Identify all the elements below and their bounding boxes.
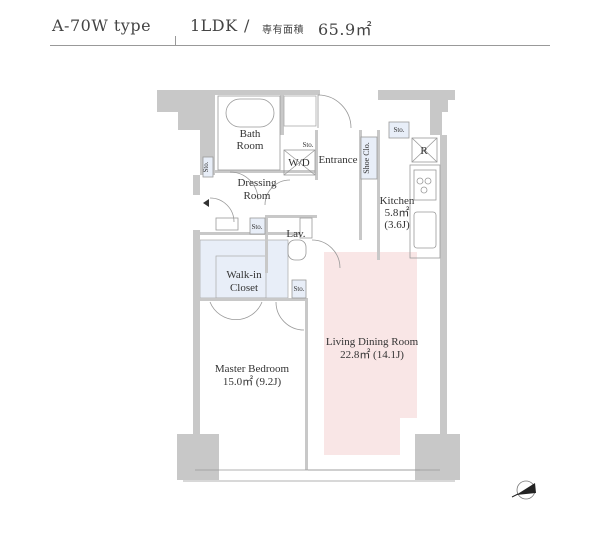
walk-in-label-1: Walk-in bbox=[226, 269, 262, 281]
dressing-label-2: Room bbox=[244, 190, 271, 202]
storage-label: Sto. bbox=[202, 161, 210, 172]
ldr-fill bbox=[324, 252, 417, 455]
header-slash: / bbox=[244, 16, 250, 35]
wd-label: W/D bbox=[288, 157, 309, 169]
ldr-label: Living Dining Room bbox=[326, 336, 419, 348]
storage-label: Sto. bbox=[393, 126, 404, 134]
lav-label: Lav. bbox=[286, 228, 305, 240]
kitchen-area: 5.8㎡ bbox=[385, 206, 410, 219]
fixtures bbox=[183, 94, 455, 482]
bathtub-icon bbox=[225, 98, 275, 128]
storage-label: Sto. bbox=[302, 141, 313, 149]
storage-label: Sto. bbox=[293, 285, 304, 293]
toilet-icon bbox=[287, 239, 307, 261]
entrance-label: Entrance bbox=[318, 154, 357, 166]
refrigerator-space bbox=[411, 137, 438, 163]
storage-label: Sto. bbox=[251, 223, 262, 231]
header-divider bbox=[175, 36, 176, 46]
header-rule bbox=[50, 45, 550, 46]
ldr-area: 22.8㎡ (14.1J) bbox=[340, 348, 404, 361]
washer-space bbox=[283, 149, 316, 176]
layout-type: 1LDK bbox=[190, 16, 238, 35]
arrow-icon bbox=[203, 199, 209, 207]
walk-in-label-2: Closet bbox=[230, 282, 258, 294]
refrigerator-label: R bbox=[420, 145, 428, 157]
kitchen-label: Kitchen bbox=[380, 195, 415, 207]
dressing-label-1: Dressing bbox=[237, 177, 277, 189]
kitchen-jo: (3.6J) bbox=[384, 219, 410, 231]
bedroom-area: 15.0㎡ (9.2J) bbox=[223, 375, 282, 388]
stove-icon bbox=[413, 169, 437, 201]
bedroom-label: Master Bedroom bbox=[215, 363, 290, 375]
area-label: 専有面積 bbox=[262, 25, 304, 36]
compass-icon bbox=[511, 480, 536, 500]
bath-label-1: Bath bbox=[240, 128, 261, 140]
area-value: 65.9㎡ bbox=[318, 20, 373, 39]
shoe-closet-label: Shoe Clo. bbox=[362, 142, 371, 174]
plan-type: A-70W type bbox=[52, 16, 152, 35]
washbasin-icon bbox=[215, 217, 239, 231]
sink-icon bbox=[413, 211, 437, 249]
bath-label-2: Room bbox=[237, 140, 264, 152]
